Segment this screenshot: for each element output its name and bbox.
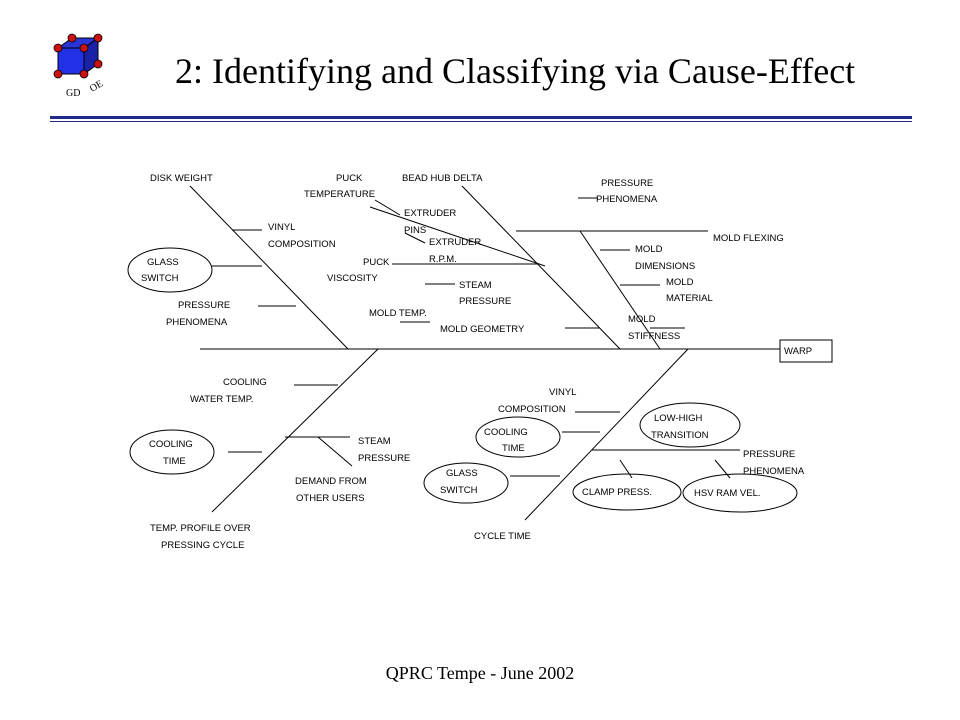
- label-composition-top: COMPOSITION: [268, 239, 336, 250]
- label-cooling-right: COOLING: [484, 427, 528, 438]
- bone-cooling: [211, 348, 379, 513]
- label-cycle-time: CYCLE TIME: [474, 531, 531, 542]
- label-mold-geometry: MOLD GEOMETRY: [440, 324, 525, 335]
- label-pressure-top: PRESSURE: [459, 296, 511, 307]
- clamp-press-ellipse: [572, 473, 682, 511]
- label-mold-dim: MOLD: [635, 244, 663, 255]
- label-glass-bottom: GLASS: [446, 468, 478, 479]
- label-rpm: R.P.M.: [429, 254, 457, 265]
- label-pressure-bottom: PRESSURE: [358, 453, 410, 464]
- label-vinyl-bottom: VINYL: [549, 387, 576, 398]
- low-high-transition-ellipse: [639, 402, 741, 448]
- label-extruder-pins: EXTRUDER: [404, 208, 456, 219]
- title-rule: [50, 116, 912, 119]
- label-composition-bottom: COMPOSITION: [498, 404, 566, 415]
- bone-machine: [461, 185, 621, 350]
- label-temp-profile: TEMP. PROFILE OVER: [150, 523, 251, 534]
- label-stiffness: STIFFNESS: [628, 331, 680, 342]
- cooling-time-ellipse-left: [129, 429, 215, 475]
- label-mold-mat: MOLD: [666, 277, 694, 288]
- title-rule-thin: [50, 121, 912, 122]
- label-cooling-water: COOLING: [223, 377, 267, 388]
- label-pressure-right: PRESSURE: [601, 178, 653, 189]
- label-phenomena-right: PHENOMENA: [596, 194, 658, 205]
- label-clamp-press: CLAMP PRESS.: [582, 487, 652, 498]
- slide-footer: QPRC Tempe - June 2002: [385, 663, 575, 683]
- label-extruder-rpm: EXTRUDER: [429, 237, 481, 248]
- label-pins: PINS: [404, 225, 426, 236]
- label-vinyl-top: VINYL: [268, 222, 295, 233]
- effect-box: [779, 339, 833, 363]
- label-pressure-left: PRESSURE: [178, 300, 230, 311]
- label-steam-bottom: STEAM: [358, 436, 391, 447]
- label-pressing-cycle: PRESSING CYCLE: [161, 540, 244, 551]
- label-steam-top: STEAM: [459, 280, 492, 291]
- label-disk-weight: DISK WEIGHT: [150, 173, 213, 184]
- label-time-left: TIME: [163, 456, 186, 467]
- label-hsv-ram-vel: HSV RAM VEL.: [694, 488, 761, 499]
- glass-switch-ellipse-bottom: [423, 462, 509, 504]
- label-material: MATERIAL: [666, 293, 713, 304]
- label-water-temp: WATER TEMP.: [190, 394, 254, 405]
- label-time-right: TIME: [502, 443, 525, 454]
- label-other-users: OTHER USERS: [296, 493, 365, 504]
- label-transition: TRANSITION: [651, 430, 709, 441]
- glass-switch-ellipse-top: [127, 247, 213, 293]
- hsv-ram-vel-ellipse: [682, 473, 798, 513]
- bone-cycle: [524, 348, 689, 521]
- cooling-time-ellipse-right: [475, 416, 561, 458]
- label-switch-top: SWITCH: [141, 273, 179, 284]
- effect-label: WARP: [784, 346, 812, 357]
- label-temperature: TEMPERATURE: [304, 189, 375, 200]
- gdoe-logo: GD OE: [53, 33, 105, 99]
- label-switch-bottom: SWITCH: [440, 485, 478, 496]
- bone-puck: [369, 206, 546, 267]
- label-puck-temp: PUCK: [336, 173, 363, 184]
- label-phenomena-left: PHENOMENA: [166, 317, 228, 328]
- label-low-high: LOW-HIGH: [654, 413, 703, 424]
- label-puck-visc: PUCK: [363, 257, 390, 268]
- label-viscosity: VISCOSITY: [327, 273, 378, 284]
- label-mold-temp: MOLD TEMP.: [369, 308, 427, 319]
- label-bead-hub-delta: BEAD HUB DELTA: [402, 173, 483, 184]
- label-demand-from: DEMAND FROM: [295, 476, 367, 487]
- label-pressure-bottom-right: PRESSURE: [743, 449, 795, 460]
- label-glass-top: GLASS: [147, 257, 179, 268]
- bone-material: [189, 185, 349, 350]
- label-mold-flexing: MOLD FLEXING: [713, 233, 784, 244]
- logo-text-gd: GD: [66, 88, 80, 99]
- label-phenomena-bottom-right: PHENOMENA: [743, 466, 805, 477]
- slide-title: 2: Identifying and Classifying via Cause…: [175, 51, 856, 91]
- label-dimensions: DIMENSIONS: [635, 261, 695, 272]
- label-cooling-left: COOLING: [149, 439, 193, 450]
- label-mold-stiff: MOLD: [628, 314, 656, 325]
